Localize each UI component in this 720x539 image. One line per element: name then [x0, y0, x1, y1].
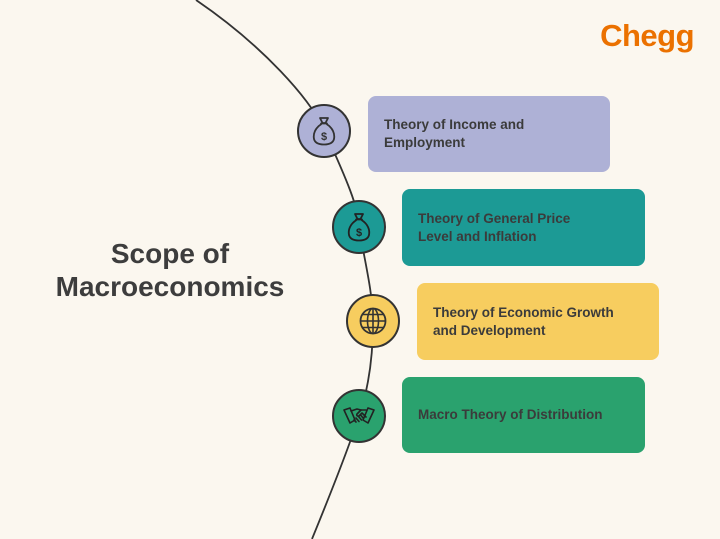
- chegg-logo: Chegg: [600, 18, 694, 53]
- scope-card-price-inflation: Theory of General Price Level and Inflat…: [402, 189, 645, 266]
- page-title: Scope of Macroeconomics: [30, 237, 310, 303]
- scope-card-label: Theory of General Price Level and Inflat…: [418, 210, 571, 244]
- title-line-1: Scope of: [110, 238, 230, 269]
- globe-icon: [346, 294, 400, 348]
- money-bag-icon: $: [332, 200, 386, 254]
- scope-card-growth-development: Theory of Economic Growth and Developmen…: [417, 283, 659, 360]
- svg-text:$: $: [321, 131, 327, 143]
- scope-card-label: Theory of Economic Growth and Developmen…: [433, 304, 614, 338]
- svg-text:$: $: [356, 227, 362, 239]
- handshake-icon: [332, 389, 386, 443]
- scope-card-distribution: Macro Theory of Distribution: [402, 377, 645, 453]
- scope-card-label: Macro Theory of Distribution: [418, 407, 603, 422]
- title-line-2: Macroeconomics: [55, 271, 285, 302]
- scope-card-label: Theory of Income and Employment: [384, 117, 525, 150]
- scope-card-income-employment: Theory of Income and Employment: [368, 96, 610, 172]
- money-bag-icon: $: [297, 104, 351, 158]
